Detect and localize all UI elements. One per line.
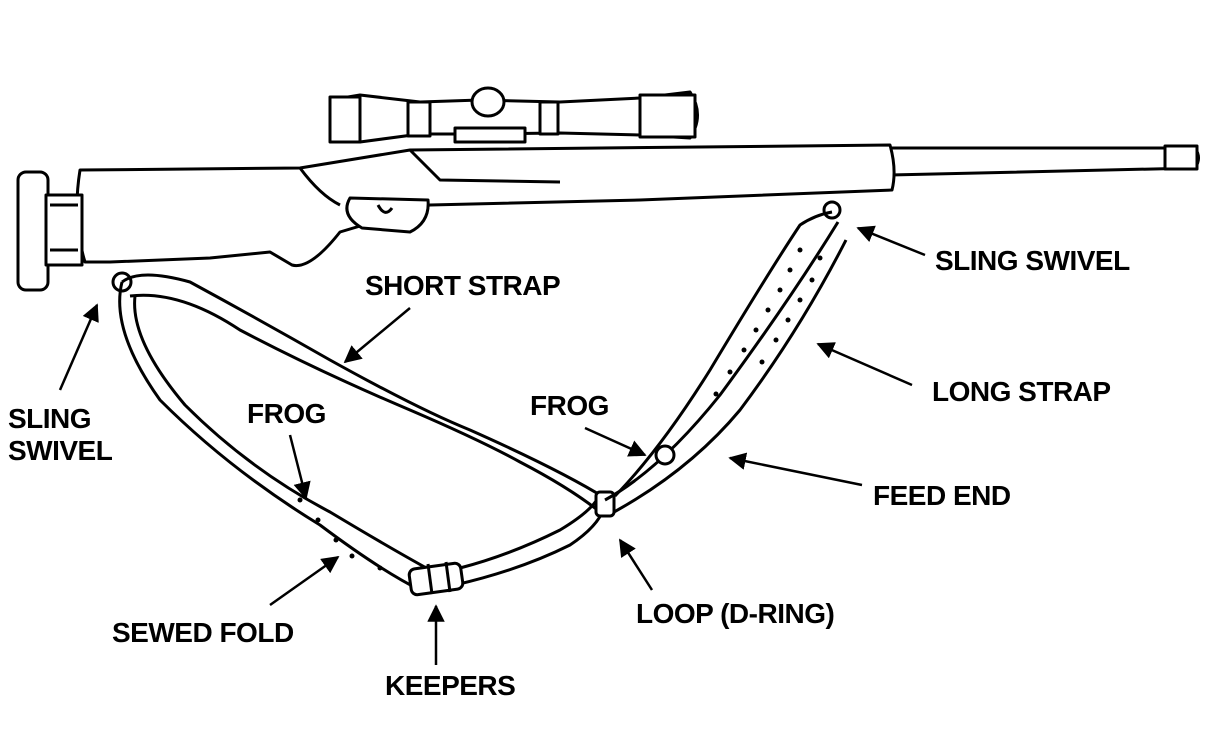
stock: [75, 143, 896, 268]
leader-sling-swivel-right: [856, 225, 926, 257]
leader-short-strap: [343, 307, 411, 364]
label-keepers: KEEPERS: [385, 670, 516, 701]
short-strap: [121, 273, 606, 500]
label-short-strap: SHORT STRAP: [365, 270, 561, 301]
long-strap: [604, 221, 840, 502]
muzzle: [1163, 144, 1199, 171]
label-frog-right: FROG: [530, 390, 609, 421]
label-sling-swivel-right: SLING SWIVEL: [935, 245, 1130, 276]
front-swivel: [822, 200, 842, 220]
label-frog-left: FROG: [247, 398, 326, 429]
rifle: [16, 86, 1200, 293]
label-feed-end: FEED END: [873, 480, 1011, 511]
leader-frog-right: [584, 426, 647, 457]
butt-plate: [16, 170, 50, 292]
leader-frog-left: [288, 434, 311, 500]
barrel: [888, 146, 1200, 177]
label-long-strap: LONG STRAP: [932, 376, 1111, 407]
label-sling-swivel-left-line1: SLING: [8, 403, 92, 434]
label-loop-d-ring: LOOP (D-RING): [636, 598, 835, 629]
leader-sling-swivel-left: [58, 303, 99, 391]
keepers-shape: [407, 561, 465, 597]
label-sewed-fold: SEWED FOLD: [112, 617, 294, 648]
leader-feed-end: [728, 452, 863, 487]
leader-loop-d-ring: [618, 538, 654, 591]
label-sling-swivel-left: SLING SWIVEL: [8, 403, 113, 467]
scope: [328, 86, 699, 144]
leader-sewed-fold: [269, 555, 340, 607]
frog-right-shape: [654, 444, 676, 466]
trigger-guard: [345, 196, 430, 234]
sling: [118, 210, 848, 597]
label-sling-swivel-left-line2: SWIVEL: [8, 435, 113, 466]
leader-lines: [58, 225, 926, 665]
leader-long-strap: [816, 342, 913, 387]
